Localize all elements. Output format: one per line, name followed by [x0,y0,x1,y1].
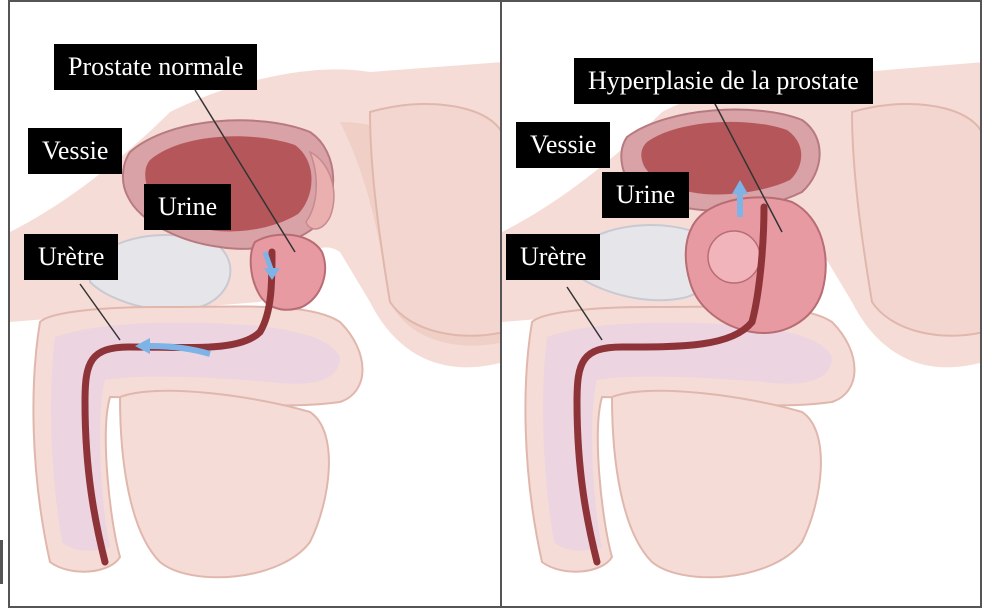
prostate-normal [251,235,325,310]
label-urine: Urine [602,172,689,218]
label-prostate-normal: Prostate normale [54,44,257,90]
thigh [852,104,982,336]
label-prostate-hyperplasia: Hyperplasie de la prostate [574,58,873,104]
anatomy-illustration-normal [10,2,502,608]
label-urine: Urine [144,184,231,230]
label-urethra: Urètre [506,234,600,280]
label-urethra: Urètre [24,234,118,280]
panel-normal-prostate: Prostate normale Vessie Urine Urètre [8,0,502,608]
scrotum [612,391,821,577]
label-bladder: Vessie [516,122,610,168]
panel-prostate-hyperplasia: Hyperplasie de la prostate Vessie Urine … [500,0,982,608]
thigh [370,104,502,336]
prostate-nodule [708,231,760,283]
label-bladder: Vessie [28,128,122,174]
edge-tick [0,540,3,584]
scrotum [120,391,329,577]
